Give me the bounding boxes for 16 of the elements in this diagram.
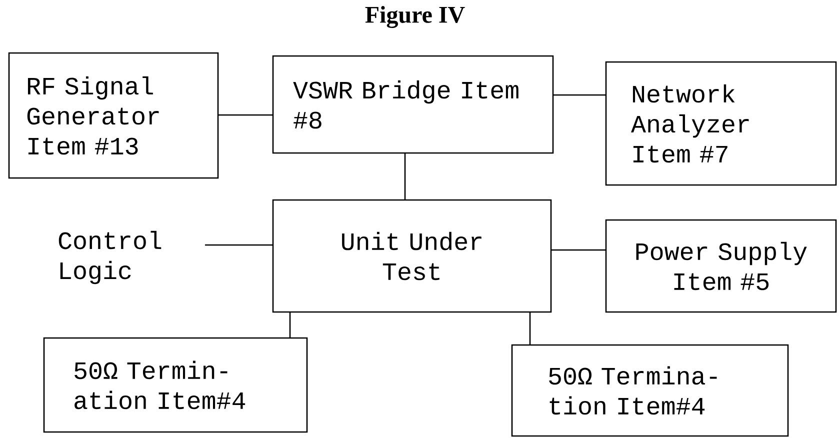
connector-line [551, 249, 606, 251]
process-box: 50Ω Termina- tion Item#4 [511, 344, 789, 437]
process-box: Network Analyzer Item #7 [605, 61, 837, 186]
connector-line [553, 94, 606, 96]
connector-line [289, 312, 291, 338]
connector-line [529, 312, 531, 345]
process-box: Unit Under Test [272, 199, 552, 313]
process-box: 50Ω Termin- ation Item#4 [43, 337, 308, 433]
connector-line [404, 153, 406, 200]
process-box: VSWR Bridge Item #8 [272, 55, 554, 154]
process-box: RF Signal Generator Item #13 [8, 52, 219, 179]
process-box: Power Supply Item #5 [605, 219, 837, 313]
bare-label: Control Logic [58, 230, 162, 284]
connector-line [218, 114, 273, 116]
connector-line [205, 244, 273, 246]
figure-title: Figure IV [365, 6, 465, 28]
